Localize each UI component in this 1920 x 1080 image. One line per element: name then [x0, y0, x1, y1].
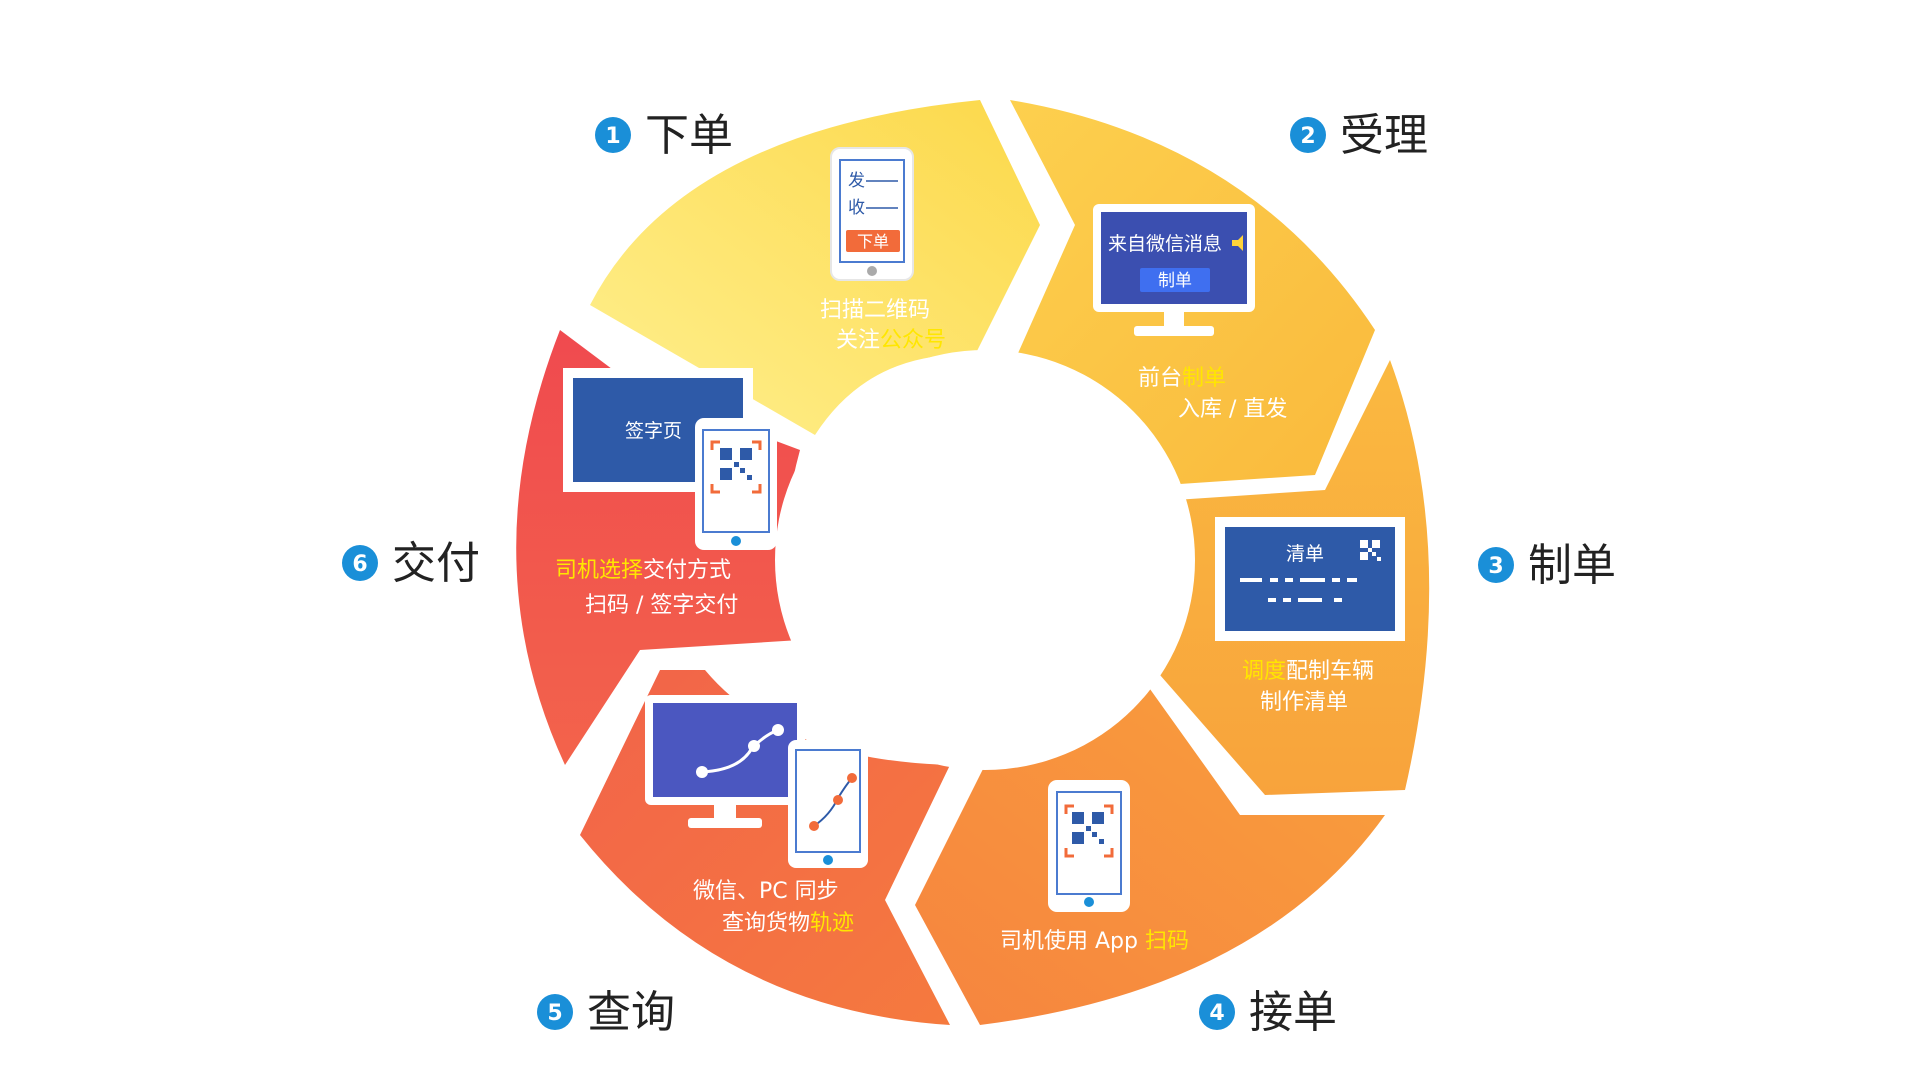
step-2-caption-line1-pre: 前台	[1138, 366, 1182, 391]
step-badge-5	[537, 994, 573, 1030]
step-6-caption-line1-post: 交付方式	[643, 558, 731, 583]
monitor-message-icon: 来自微信消息 制单	[1093, 204, 1255, 336]
step-title-5: 查询	[587, 987, 675, 1038]
step-6-caption-line1-highlight: 司机选择	[555, 558, 643, 583]
step-1-caption-line2-highlight: 公众号	[880, 328, 946, 353]
step-5-caption-line2-pre: 查询货物	[722, 911, 810, 936]
step-3-caption-line1: 调度配制车辆	[1242, 659, 1374, 684]
form-row-send: 发	[848, 171, 865, 191]
board-title: 清单	[1286, 543, 1324, 565]
checklist-board-icon: 清单	[1215, 517, 1405, 641]
board-qr-icon	[1360, 540, 1381, 561]
step-4-caption-line1-pre: 司机使用 App	[1000, 929, 1145, 954]
monitor-message-text: 来自微信消息	[1108, 233, 1222, 255]
step-label-6: 6 交付	[342, 538, 480, 589]
step-1-caption-line2-pre: 关注	[836, 328, 880, 353]
step-title-3: 制单	[1528, 540, 1616, 591]
step-5-caption-line1: 微信、PC 同步	[693, 879, 839, 904]
step-title-6: 交付	[392, 538, 480, 589]
monitor-tablet-track-icon	[645, 695, 868, 868]
step-2-caption-line1-highlight: 制单	[1182, 366, 1226, 391]
step-2-caption-line1: 前台制单	[1138, 366, 1226, 391]
signature-page-label: 签字页	[625, 420, 682, 442]
step-1-caption-line1: 扫描二维码	[820, 298, 930, 323]
step-badge-4	[1199, 994, 1235, 1030]
step-4-caption-line1-highlight: 扫码	[1145, 929, 1189, 954]
step-num-2: 2	[1300, 124, 1315, 149]
step-4-caption-line1: 司机使用 App 扫码	[1000, 929, 1189, 954]
step-3-caption-line2: 制作清单	[1260, 690, 1348, 715]
step-title-4: 接单	[1249, 987, 1337, 1038]
step-num-3: 3	[1488, 554, 1503, 579]
form-row-receive: 收	[848, 198, 865, 218]
step-title-1: 下单	[645, 110, 733, 161]
step-badge-3	[1478, 547, 1514, 583]
step-label-1: 1 下单	[595, 110, 733, 161]
step-label-4: 4 接单	[1199, 987, 1337, 1038]
segment-1	[590, 100, 1040, 435]
step-6-caption-line1: 司机选择交付方式	[555, 558, 731, 583]
step-num-6: 6	[352, 552, 367, 577]
phone-order-form-icon: 发 收 下单	[830, 147, 914, 281]
step-badge-2	[1290, 117, 1326, 153]
step-label-3: 3 制单	[1478, 540, 1616, 591]
step-2-caption-line2: 入库 / 直发	[1178, 397, 1287, 422]
ring-center	[775, 350, 1195, 770]
signature-tablet-qr-icon: 签字页	[563, 368, 777, 550]
monitor-order-button: 制单	[1158, 271, 1192, 291]
step-5-caption-line2: 查询货物轨迹	[722, 911, 854, 936]
step-badge-6	[342, 545, 378, 581]
step-3-caption-line1-highlight: 调度	[1242, 659, 1286, 684]
step-label-2: 2 受理	[1290, 110, 1428, 161]
step-1-caption-line2: 关注公众号	[836, 328, 946, 353]
step-title-2: 受理	[1340, 110, 1428, 161]
form-order-button: 下单	[857, 232, 889, 251]
step-3-caption-line1-post: 配制车辆	[1286, 659, 1374, 684]
step-num-4: 4	[1209, 1001, 1224, 1026]
step-6-caption-line2: 扫码 / 签字交付	[585, 593, 738, 618]
step-num-5: 5	[547, 1001, 562, 1026]
step-num-1: 1	[605, 124, 620, 149]
step-5-caption-line2-highlight: 轨迹	[810, 911, 854, 936]
step-label-5: 5 查询	[537, 987, 675, 1038]
step-badge-1	[595, 117, 631, 153]
phone-qr-scan-icon	[1048, 780, 1130, 912]
